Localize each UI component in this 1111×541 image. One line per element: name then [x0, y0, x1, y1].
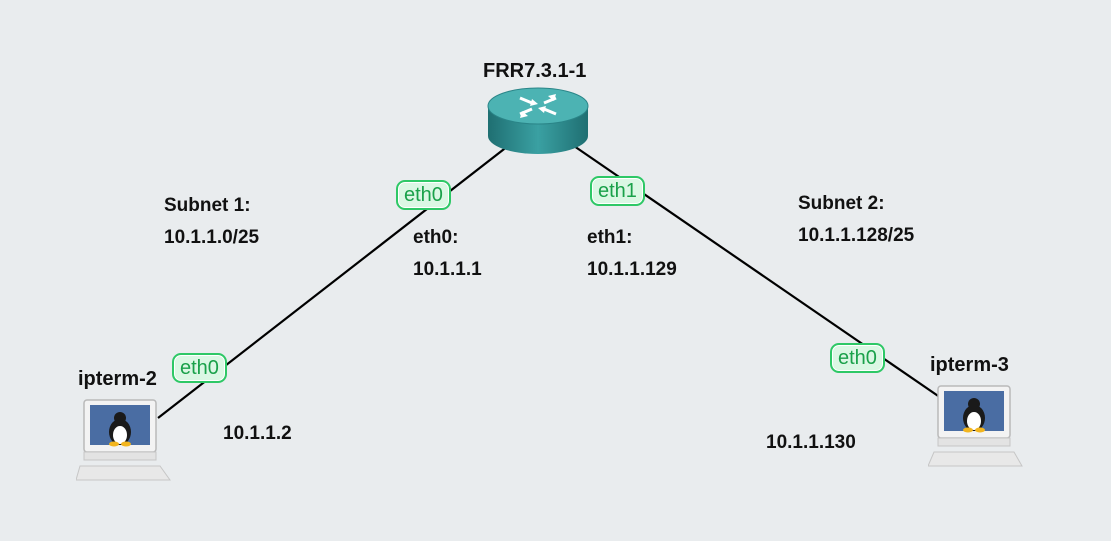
interface-badge-ipterm2-eth0[interactable]: eth0	[172, 353, 227, 383]
linux-terminal-icon	[927, 385, 1023, 467]
interface-badge-ipterm3-eth0[interactable]: eth0	[830, 343, 885, 373]
router-icon	[487, 87, 589, 154]
ipterm3-ip-note: 10.1.1.130	[766, 432, 856, 453]
router-name: FRR7.3.1-1	[483, 60, 587, 82]
note-title: Subnet 1:	[164, 195, 251, 216]
note-title: eth1:	[587, 227, 633, 248]
host-ipterm-2[interactable]	[75, 398, 172, 486]
subnet1-note: Subnet 1: 10.1.1.0/25	[164, 190, 259, 254]
note-value: 10.1.1.1	[413, 259, 482, 280]
note-value: 10.1.1.128/25	[798, 225, 915, 246]
router-node[interactable]	[486, 86, 590, 158]
interface-badge-router-eth1[interactable]: eth1	[590, 176, 645, 206]
note-title: Subnet 2:	[798, 193, 885, 214]
note-title: eth0:	[413, 227, 459, 248]
ipterm2-ip-note: 10.1.1.2	[223, 423, 292, 444]
note-value: 10.1.1.0/25	[164, 227, 260, 248]
host-name: ipterm-2	[78, 368, 157, 390]
note-value: 10.1.1.129	[587, 259, 677, 280]
host-ipterm-3[interactable]	[927, 384, 1024, 472]
router-eth0-note: eth0: 10.1.1.1	[413, 222, 482, 286]
linux-terminal-icon	[75, 399, 171, 481]
router-eth1-note: eth1: 10.1.1.129	[587, 222, 677, 286]
host-name: ipterm-3	[930, 354, 1009, 376]
interface-badge-router-eth0[interactable]: eth0	[396, 180, 451, 210]
subnet2-note: Subnet 2: 10.1.1.128/25	[798, 188, 914, 252]
